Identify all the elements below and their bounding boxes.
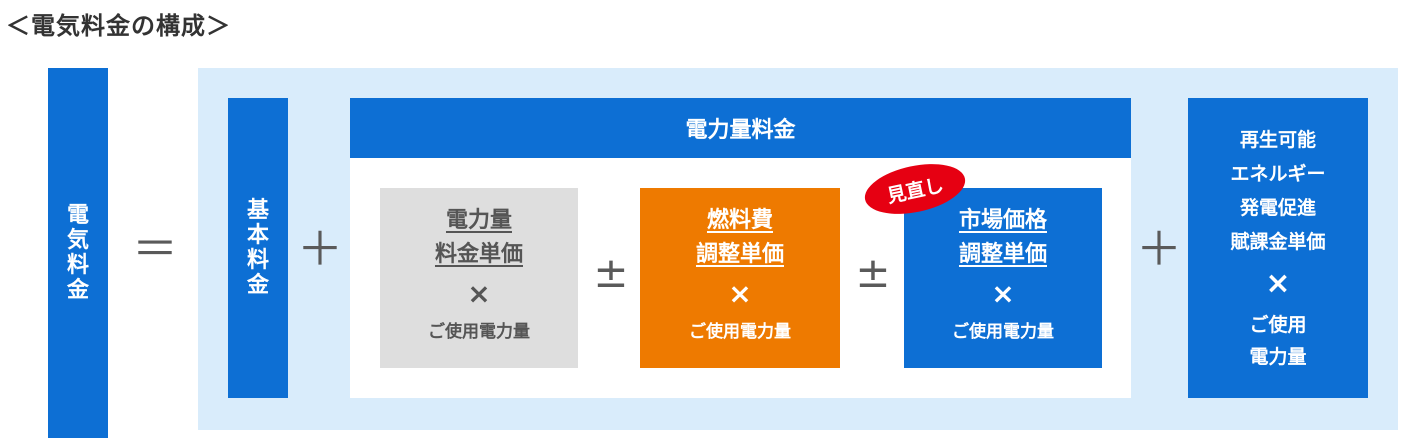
fuel-adjustment-card: 燃料費 調整単価 × ご使用電力量 — [640, 188, 840, 368]
card-line1: 市場価格 — [958, 208, 1047, 233]
renewable-surcharge-box: 再生可能 エネルギー 発電促進 賦課金単価 × ご使用 電力量 — [1188, 98, 1368, 398]
multiply-sign: × — [728, 277, 752, 310]
plus-operator-1: ＋ — [297, 222, 343, 276]
renewable-line: 賦課金単価 — [1230, 231, 1326, 253]
energy-unit-price-card: 電力量 料金単価 × ご使用電力量 — [380, 188, 578, 368]
total-char: 料 — [66, 253, 89, 278]
card-line1: 電力量 — [445, 208, 512, 233]
multiply-sign: × — [991, 277, 1015, 310]
total-char: 電 — [66, 203, 89, 228]
base-char: 金 — [246, 273, 269, 298]
multiply-sign: × — [467, 277, 491, 310]
plus-operator-2: ＋ — [1136, 222, 1182, 276]
energy-charge-title: 電力量料金 — [350, 98, 1131, 158]
base-char: 本 — [246, 223, 269, 248]
renewable-line: 発電促進 — [1239, 197, 1316, 219]
base-charge-box: 基 本 料 金 — [228, 98, 288, 398]
renewable-line: 再生可能 — [1239, 129, 1316, 151]
card-usage: ご使用電力量 — [689, 322, 791, 342]
renewable-usage-line: ご使用 — [1249, 314, 1307, 336]
total-char: 気 — [66, 228, 89, 253]
card-usage: ご使用電力量 — [952, 322, 1054, 342]
card-line2: 調整単価 — [695, 242, 784, 267]
renewable-line: エネルギー — [1230, 163, 1326, 185]
base-charge-label: 基 本 料 金 — [247, 198, 269, 298]
total-char: 金 — [66, 278, 89, 303]
plusminus-operator-2: ± — [855, 248, 891, 297]
market-price-adjustment-card: 市場価格 調整単価 × ご使用電力量 — [904, 188, 1102, 368]
card-usage: ご使用電力量 — [428, 322, 530, 342]
total-charge-label: 電 気 料 金 — [67, 203, 89, 303]
base-char: 料 — [246, 248, 269, 273]
card-line1: 燃料費 — [706, 208, 773, 233]
card-line2: 調整単価 — [958, 242, 1047, 267]
equals-operator: ＝ — [132, 222, 178, 276]
renewable-usage-line: 電力量 — [1249, 346, 1307, 368]
total-charge-box: 電 気 料 金 — [48, 68, 108, 438]
base-char: 基 — [246, 198, 269, 223]
multiply-sign: × — [1265, 266, 1291, 301]
plusminus-operator-1: ± — [593, 248, 629, 297]
card-line2: 料金単価 — [434, 242, 523, 267]
page-heading: ＜電気料金の構成＞ — [6, 12, 231, 40]
